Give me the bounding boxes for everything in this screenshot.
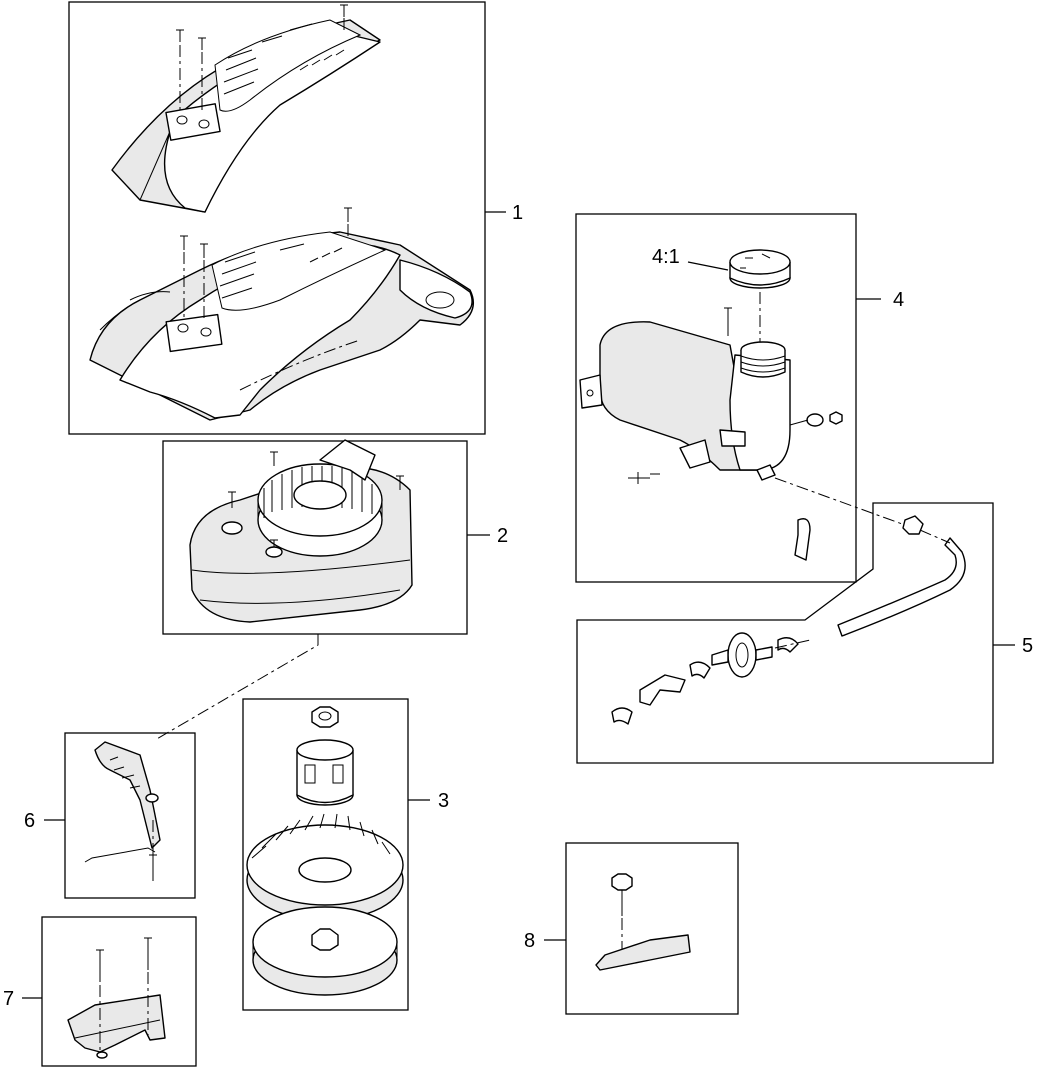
group-2-frame [162, 440, 468, 635]
fuel-tank-body [579, 321, 791, 471]
group-3-flywheel: 3 [242, 698, 449, 1011]
flywheel-fins [246, 813, 404, 921]
group-8-shield: 8 [524, 842, 739, 1015]
group-1-frame [68, 1, 486, 435]
starter-pulley [257, 463, 383, 557]
lower-cover-screws [180, 207, 352, 322]
group-6-lever: 6 [24, 732, 196, 899]
fuel-cap [729, 249, 791, 289]
starter-cup [296, 739, 354, 806]
callout-6: 6 [24, 810, 35, 832]
group-7-bracket: 7 [3, 916, 197, 1067]
lower-cover [89, 231, 474, 421]
callout-8: 8 [524, 930, 535, 952]
group-6-frame [64, 732, 196, 899]
group-2-starter-housing: 2 [162, 439, 508, 635]
callout-4-1: 4:1 [652, 246, 680, 268]
callout-1: 1 [512, 202, 523, 224]
callout-7: 7 [3, 988, 14, 1010]
fuel-filter [711, 632, 773, 678]
callout-3: 3 [438, 790, 449, 812]
callout-4: 4 [893, 289, 904, 311]
callout-5: 5 [1022, 635, 1033, 657]
callout-2: 2 [497, 525, 508, 547]
leader-4-1 [687, 261, 729, 271]
upper-cover-screws [176, 4, 348, 112]
group-7-frame [41, 916, 197, 1067]
upper-cover [111, 19, 381, 213]
group-8-frame [565, 842, 739, 1015]
group-1-engine-cover: 1 [68, 1, 523, 435]
group-4-fuel-tank: 4:1 4 [575, 213, 906, 583]
group-5-frame [576, 502, 994, 764]
fuel-hose [837, 537, 966, 637]
group-3-frame [242, 698, 409, 1011]
group-4-frame [575, 213, 857, 583]
flywheel-hub [252, 906, 398, 996]
group-5-fuel-line: 5 [576, 502, 1033, 764]
connector-2-6 [154, 634, 319, 741]
